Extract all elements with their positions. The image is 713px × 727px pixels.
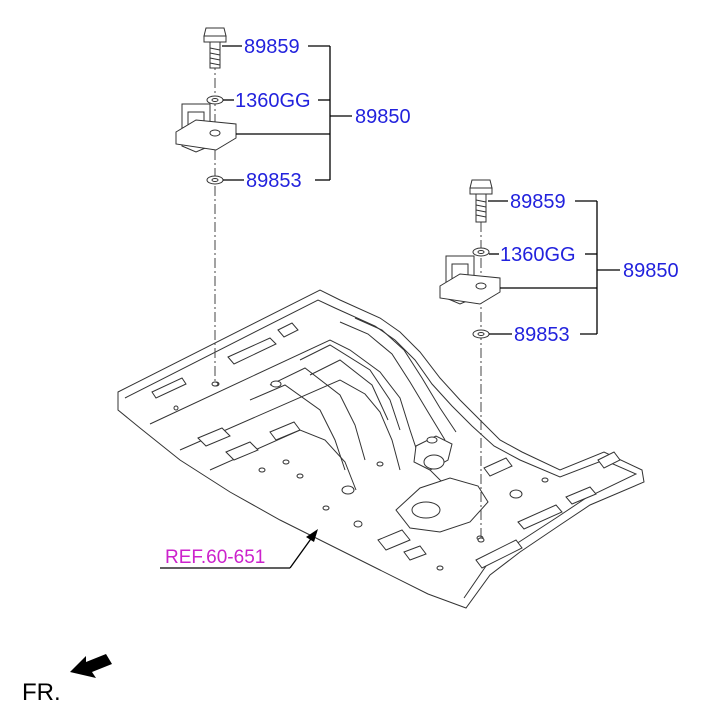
bolt-icon <box>203 27 227 69</box>
tie-down-hook-icon <box>439 255 501 305</box>
reference-label[interactable]: REF.60-651 <box>165 547 265 568</box>
part-label-89853[interactable]: 89853 <box>514 324 570 346</box>
part-label-89850[interactable]: 89850 <box>355 106 411 128</box>
washer-icon <box>206 95 224 105</box>
part-label-1360gg[interactable]: 1360GG <box>500 244 576 266</box>
front-arrow-icon <box>70 654 112 678</box>
part-label-89859[interactable]: 89859 <box>510 191 566 213</box>
top-fastener-stack: 89859 1360GG 89850 89853 <box>175 27 411 387</box>
right-fastener-stack: 89859 1360GG 89850 89853 <box>439 179 679 543</box>
front-label: FR. <box>22 679 61 706</box>
nut-icon <box>206 175 224 185</box>
part-label-89850[interactable]: 89850 <box>623 260 679 282</box>
floor-panel-drawing <box>117 289 645 609</box>
part-label-89859[interactable]: 89859 <box>244 36 300 58</box>
front-direction-indicator: FR. <box>22 654 112 706</box>
nut-icon <box>472 329 490 339</box>
part-label-1360gg[interactable]: 1360GG <box>235 90 311 112</box>
tie-down-hook-icon <box>175 103 237 153</box>
part-label-89853[interactable]: 89853 <box>246 170 302 192</box>
reference-callout: REF.60-651 <box>160 529 318 569</box>
bolt-icon <box>469 179 493 223</box>
washer-icon <box>472 247 490 257</box>
